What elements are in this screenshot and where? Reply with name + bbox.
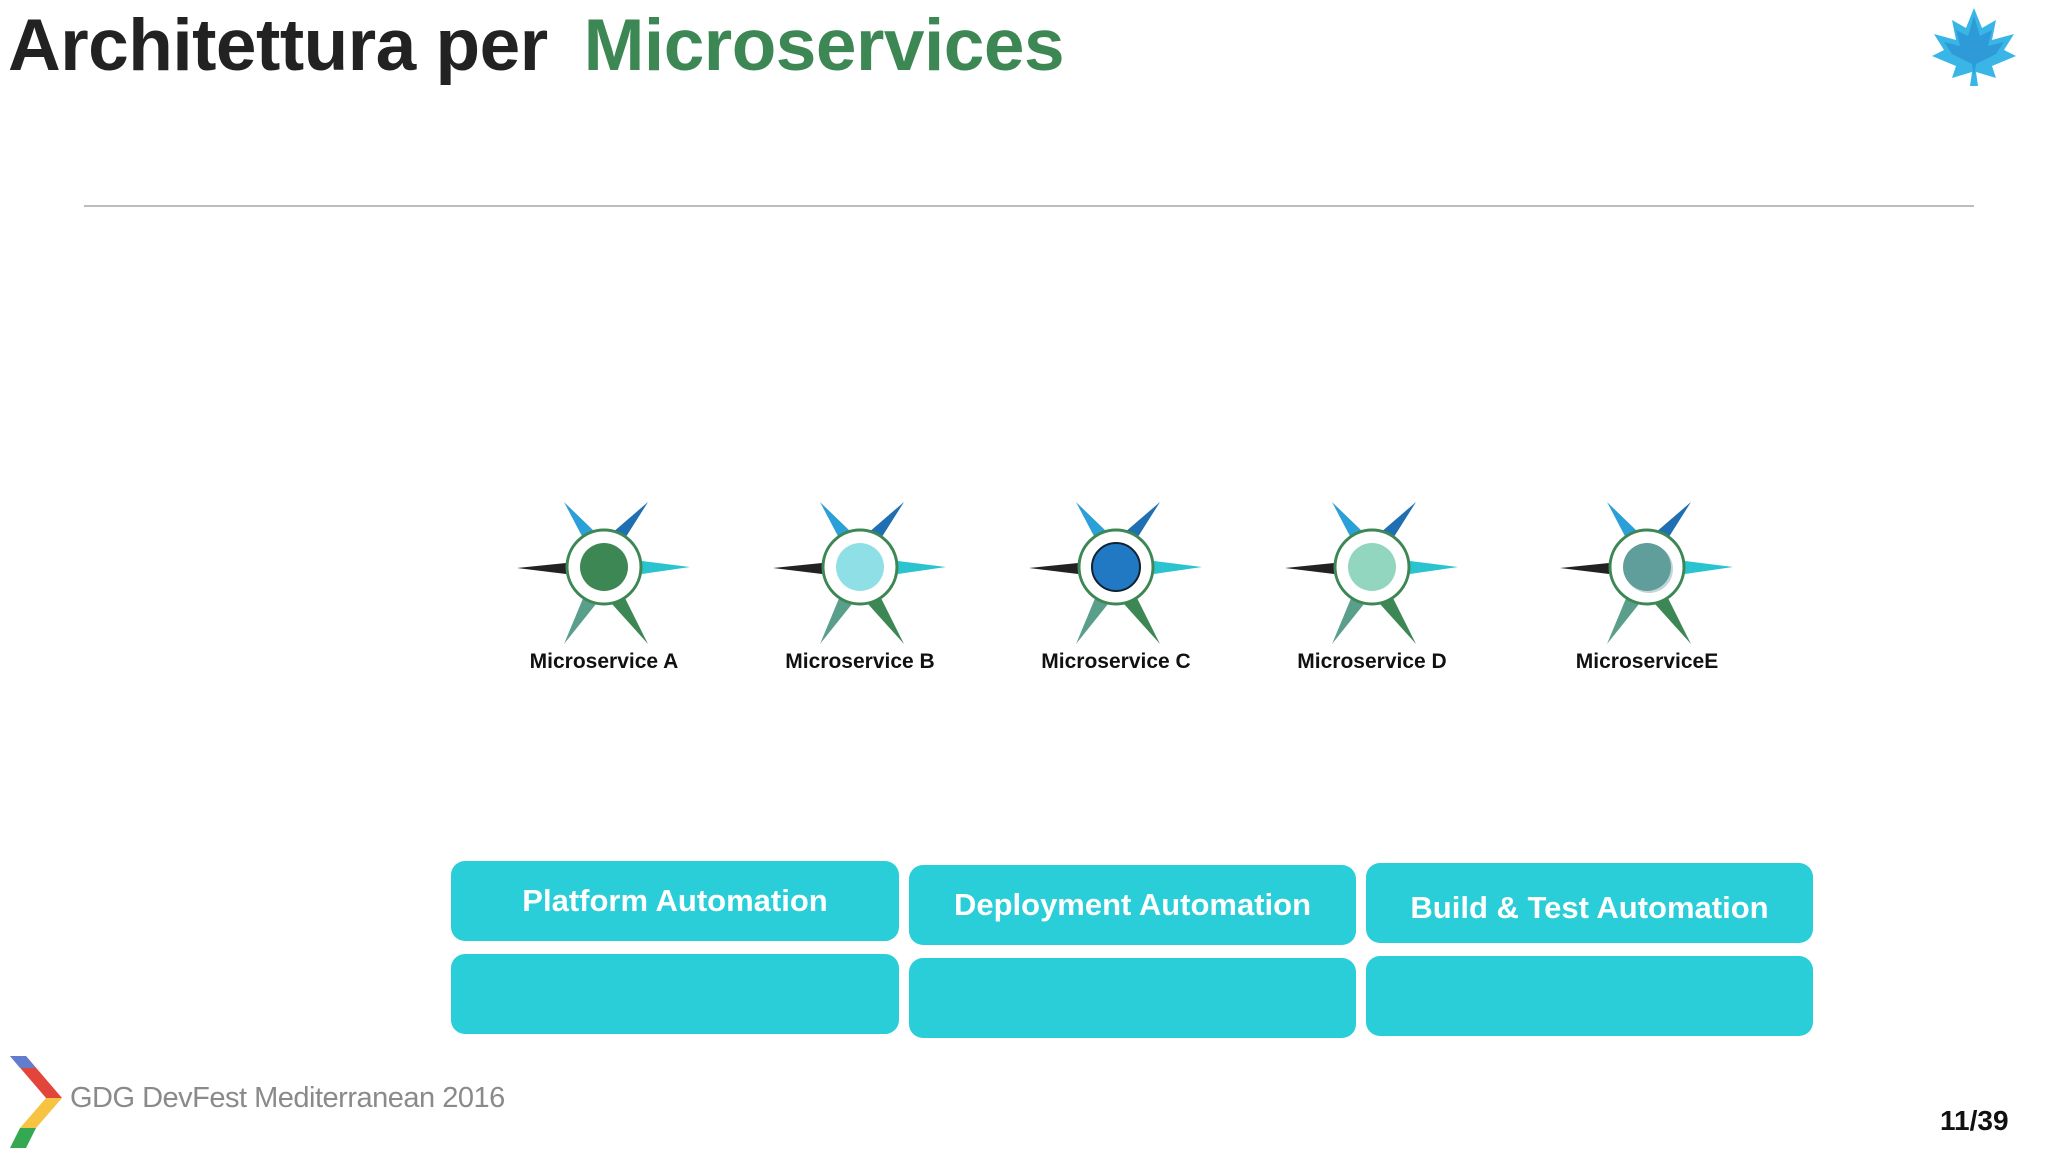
deployment-automation-base-bar (909, 958, 1356, 1038)
microservice-label: Microservice C (1041, 650, 1191, 673)
build-test-automation-label: Build & Test Automation (1410, 890, 1769, 925)
title-divider (84, 205, 1974, 207)
slide-title: Architettura per Microservices (8, 4, 1065, 87)
microservice-label: Microservice A (529, 650, 679, 673)
microservice-node: MicroserviceE (1517, 492, 1777, 682)
star-node-icon (1029, 502, 1202, 644)
build-test-automation-bar: Build & Test Automation (1366, 863, 1813, 943)
event-footer: GDG DevFest Mediterranean 2016 (6, 1054, 526, 1150)
deployment-automation-label: Deployment Automation (953, 887, 1312, 922)
star-node-icon (773, 502, 946, 644)
microservice-node: Microservice D (1242, 492, 1502, 682)
star-node-icon (1285, 502, 1458, 644)
platform-automation-bar: Platform Automation (451, 861, 899, 941)
star-node-icon (517, 502, 690, 644)
platform-automation-base-bar (451, 954, 899, 1034)
microservice-node: Microservice B (730, 492, 990, 682)
microservice-label: Microservice B (785, 650, 935, 673)
page-number: 11/39 (1940, 1105, 2009, 1136)
event-name: GDG DevFest Mediterranean 2016 (70, 1082, 505, 1114)
microservice-label: Microservice D (1297, 650, 1447, 673)
star-node-icon (1560, 502, 1733, 644)
build-test-automation-base-bar (1366, 956, 1813, 1036)
microservice-node: Microservice A (474, 492, 734, 682)
gdg-chevron-icon (10, 1056, 62, 1148)
platform-automation-label: Platform Automation (522, 883, 828, 918)
microservice-node: Microservice C (986, 492, 1246, 682)
microservice-label: MicroserviceE (1575, 650, 1719, 673)
deployment-automation-bar: Deployment Automation (909, 865, 1356, 945)
title-part-1: Architettura per (8, 5, 548, 86)
maple-leaf-icon (1932, 8, 2016, 86)
title-part-2: Microservices (583, 5, 1065, 86)
